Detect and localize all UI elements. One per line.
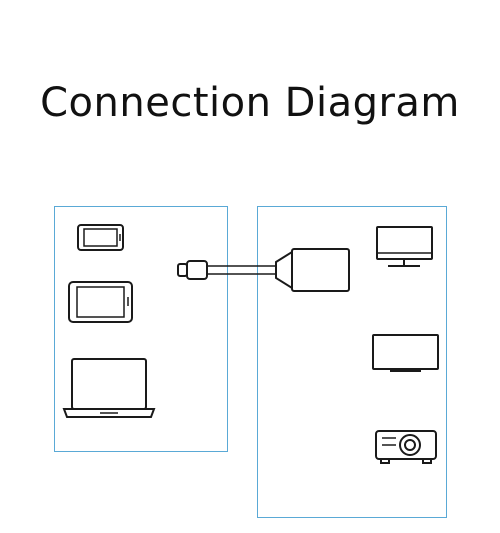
display-devices-panel <box>257 206 447 518</box>
laptop-icon <box>62 358 156 418</box>
tv-icon <box>372 334 439 372</box>
hdmi-adapter-icon <box>275 248 350 292</box>
smartphone-icon <box>77 224 124 251</box>
cable-line <box>207 265 276 275</box>
page-title: Connection Diagram <box>40 80 460 126</box>
source-devices-panel <box>54 206 228 452</box>
usb-c-plug-icon <box>177 260 208 280</box>
monitor-icon <box>376 226 433 267</box>
tablet-icon <box>68 281 133 323</box>
projector-icon <box>375 430 437 464</box>
